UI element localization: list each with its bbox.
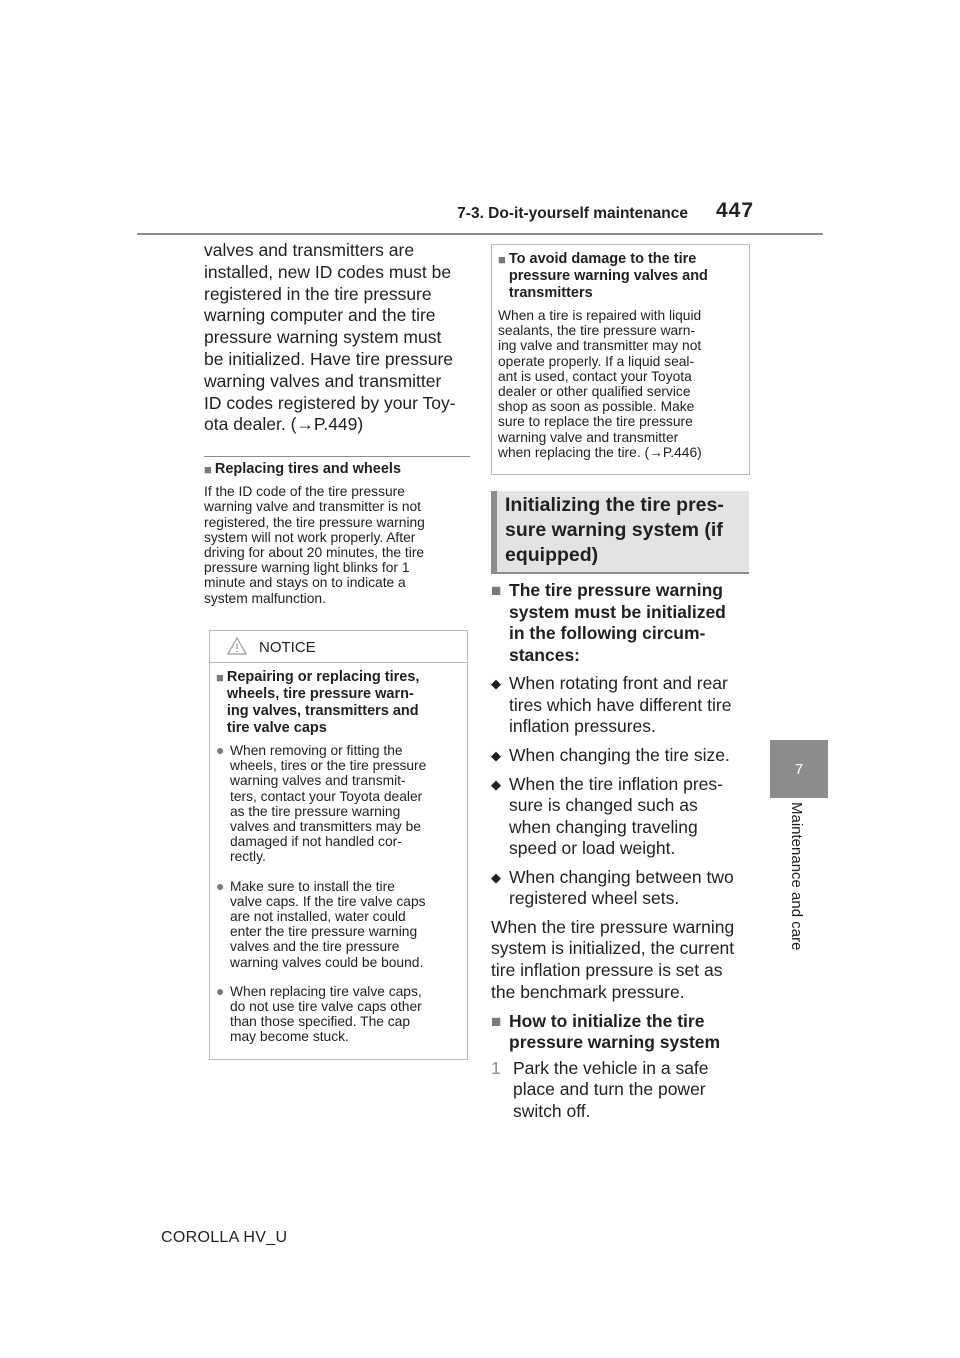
chapter-label: Maintenance and care <box>788 802 805 951</box>
avoid-damage-box: ■ To avoid damage to the tire pressure w… <box>491 244 750 475</box>
square-bullet-icon: ■ <box>498 252 506 267</box>
how-to-heading: ■ How to initialize the tire pressure wa… <box>491 1010 721 1053</box>
text-line: system malfunction. <box>204 590 326 606</box>
text-line: pressure warning system must <box>204 327 442 348</box>
text-line: warning computer and the tire <box>204 305 436 326</box>
square-bullet-icon: ■ <box>491 1011 502 1031</box>
notice-label: NOTICE <box>259 639 316 656</box>
text-line: warning valve and transmitter is not <box>204 499 422 515</box>
circle-bullet-icon: ● <box>216 982 225 999</box>
notice-body: ■ Repairing or replacing tires, wheels, … <box>210 663 467 1045</box>
text-line: registered, the tire pressure warning <box>204 514 425 530</box>
text-line: system will not work properly. After <box>204 529 416 545</box>
text-line: minute and stays on to indicate a <box>204 575 406 591</box>
section-divider <box>204 456 470 458</box>
notice-bullet: ● When removing or fitting the wheels, t… <box>216 742 427 865</box>
square-bullet-icon: ■ <box>216 670 224 685</box>
text-line: ID codes registered by your Toy- <box>204 392 456 413</box>
notice-header: NOTICE <box>210 631 467 663</box>
circle-bullet-icon: ● <box>216 742 225 758</box>
square-bullet-icon: ■ <box>491 581 502 600</box>
text-line: pressure warning light blinks for 1 <box>204 560 410 576</box>
replacing-heading: ■ Replacing tires and wheels <box>204 461 402 478</box>
text-line: If the ID code of the tire pressure <box>204 484 405 500</box>
model-footer: COROLLA HV_U <box>161 1229 288 1246</box>
must-initialize-heading: ■ The tire pressure warning system must … <box>491 580 726 665</box>
benchmark-paragraph: When the tire pressure warning system is… <box>491 916 735 1002</box>
diamond-bullet-icon: ◆ <box>491 676 501 691</box>
chapter-number: 7 <box>794 760 804 778</box>
step-item: 1 Park the vehicle in a safe place and t… <box>491 1057 709 1121</box>
section-heading: Initializing the tire pres- sure warning… <box>491 491 749 574</box>
step-number: 1 <box>491 1057 501 1078</box>
circle-bullet-icon: ● <box>216 877 225 894</box>
notice-bullet: ● When replacing tire valve caps, do not… <box>216 982 422 1045</box>
section-title: 7-3. Do-it-yourself maintenance <box>457 205 688 222</box>
left-column: valves and transmitters are installed, n… <box>204 240 470 606</box>
header-divider <box>137 233 823 235</box>
notice-bullet: ● Make sure to install the tire valve ca… <box>216 877 426 970</box>
diamond-bullet-icon: ◆ <box>491 776 501 792</box>
page-reference-link[interactable]: ota dealer. (→P.449) <box>204 414 364 435</box>
list-item: ◆ When changing between two registered w… <box>491 866 734 909</box>
right-column: ■ The tire pressure warning system must … <box>491 580 753 1122</box>
notice-heading: ■ Repairing or replacing tires, wheels, … <box>216 669 420 736</box>
text-line: warning valves and transmitter <box>204 370 442 391</box>
intro-paragraph: valves and transmitters are installed, n… <box>204 240 470 436</box>
chapter-tab: 7 <box>770 740 828 798</box>
avoid-damage-paragraph: When a tire is repaired with liquid seal… <box>498 308 743 460</box>
text-line: driving for about 20 minutes, the tire <box>204 544 425 560</box>
list-item: ◆ When changing the tire size. <box>491 744 730 765</box>
notice-box: NOTICE ■ Repairing or replacing tires, w… <box>209 630 468 1060</box>
text-line: be initialized. Have tire pressure <box>204 348 454 369</box>
page-reference-link[interactable]: when replacing the tire. (→P.446) <box>498 444 702 460</box>
avoid-damage-heading: ■ To avoid damage to the tire pressure w… <box>498 251 708 301</box>
diamond-bullet-icon: ◆ <box>491 869 501 885</box>
diamond-bullet-icon: ◆ <box>491 747 501 763</box>
square-bullet-icon: ■ <box>204 462 212 478</box>
text-line: valves and transmitters are <box>204 240 415 260</box>
list-item: ◆ When the tire inflation pres- sure is … <box>491 773 723 859</box>
text-line: registered in the tire pressure <box>204 283 432 304</box>
list-item: ◆ When rotating front and rear tires whi… <box>491 673 732 736</box>
page-number: 447 <box>716 199 755 222</box>
warning-triangle-icon <box>227 637 247 655</box>
text-line: installed, new ID codes must be <box>204 261 452 282</box>
replacing-paragraph: If the ID code of the tire pressure warn… <box>204 484 470 606</box>
